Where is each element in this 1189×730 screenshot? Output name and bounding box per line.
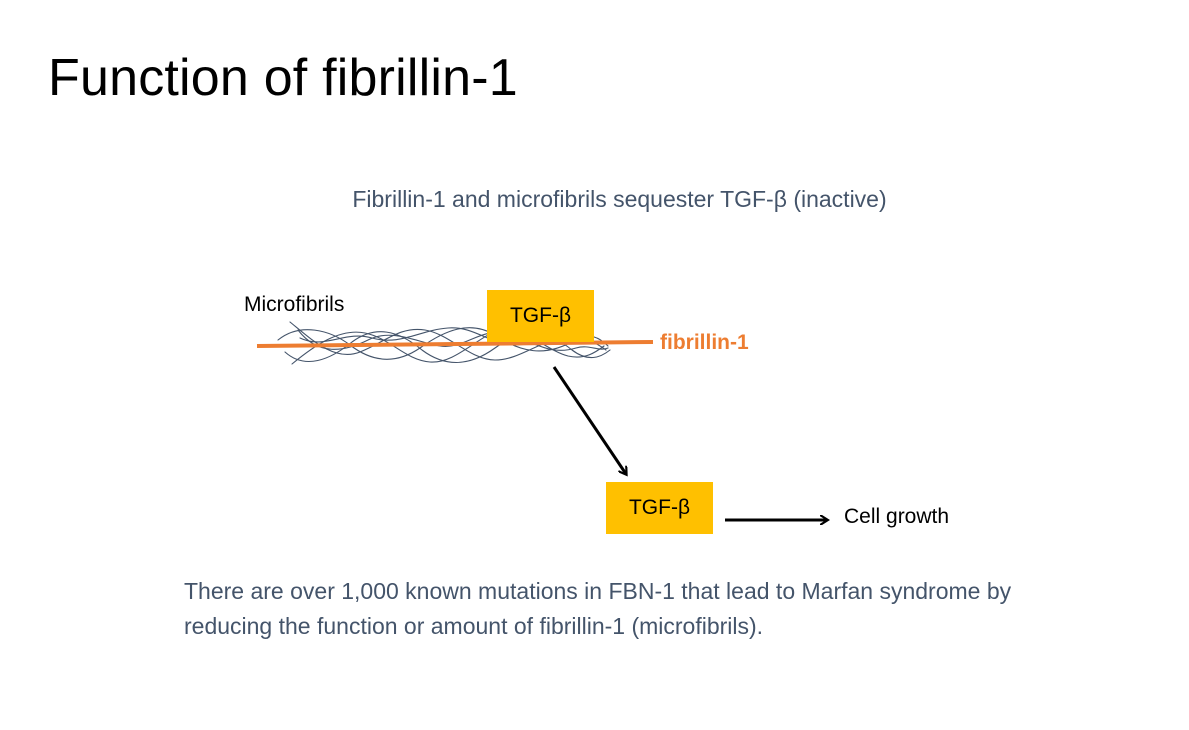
release-arrow bbox=[552, 366, 626, 474]
fibrillin-label: fibrillin-1 bbox=[660, 331, 749, 354]
fibrillin-line bbox=[256, 340, 654, 348]
slide-title: Function of fibrillin-1 bbox=[48, 49, 518, 107]
tgf-beta-bound-box: TGF-β bbox=[487, 290, 594, 342]
tgf-beta-free-box: TGF-β bbox=[606, 482, 713, 534]
cell-growth-label: Cell growth bbox=[844, 505, 950, 528]
slide-subtitle: Fibrillin-1 and microfibrils sequester T… bbox=[352, 186, 887, 212]
microfibrils-label: Microfibrils bbox=[244, 293, 345, 316]
tgf-beta-free-label: TGF-β bbox=[628, 496, 691, 519]
footer-text: There are over 1,000 known mutations in … bbox=[184, 578, 1012, 639]
tgf-beta-bound-label: TGF-β bbox=[509, 304, 572, 327]
